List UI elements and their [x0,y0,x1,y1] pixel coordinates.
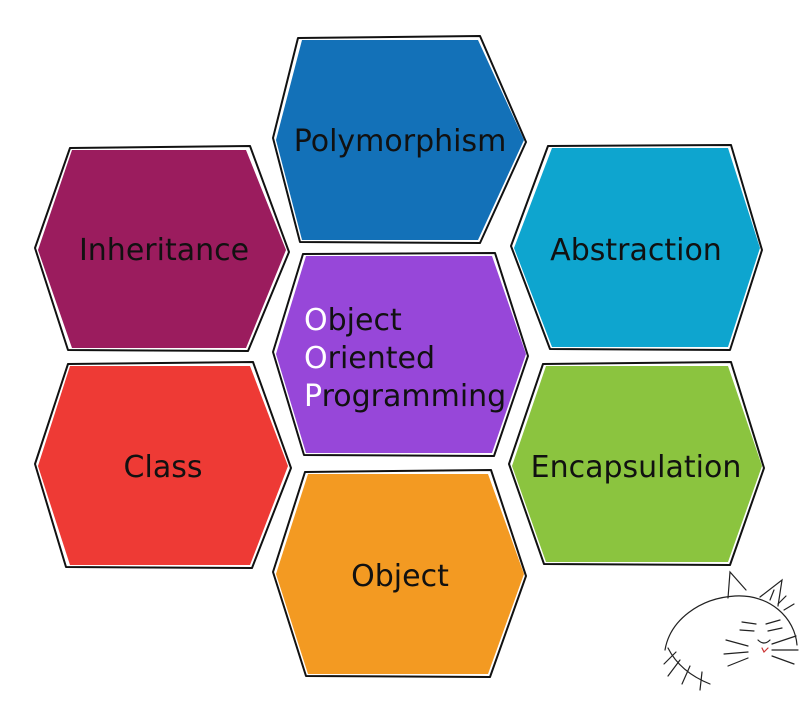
hex-encapsulation-outline [508,361,765,566]
hex-inheritance-outline [34,145,290,352]
hex-abstraction-outline [510,144,763,351]
oop-initial-o2: O [304,341,328,376]
oop-line-programming: Programming [304,379,506,414]
hex-polymorphism-label: Polymorphism [294,124,507,159]
hex-oop-shape [276,256,526,453]
hex-encapsulation-shape [512,366,762,562]
oop-rest-oriented: riented [328,341,435,376]
hex-abstraction: Abstraction [510,144,763,351]
oop-initial-p: P [304,379,322,414]
hex-oop-outline [272,252,529,457]
hex-polymorphism-outline [272,35,527,244]
sleeping-cat-icon [663,570,799,691]
hex-inheritance: Inheritance [34,145,290,352]
hex-oop-center: Object Oriented Programming [272,252,529,457]
hex-inheritance-shape [38,150,286,348]
hex-object: Object [272,469,527,678]
hex-object-shape [276,474,524,674]
hex-polymorphism-shape [276,40,524,240]
oop-initial-o1: O [304,303,328,338]
hex-class-outline [34,361,292,569]
hex-class-shape [38,366,288,565]
oop-line-object: Object [304,303,402,338]
oop-line-oriented: Oriented [304,341,435,376]
oop-rest-object: bject [328,303,402,338]
hex-object-outline [272,469,527,678]
hex-abstraction-label: Abstraction [550,233,722,268]
hex-inheritance-label: Inheritance [79,233,249,268]
hex-class-label: Class [124,450,203,485]
hex-encapsulation-label: Encapsulation [531,450,742,485]
hex-abstraction-shape [514,148,760,347]
hex-object-label: Object [351,559,449,594]
oop-rest-programming: rogramming [322,379,507,414]
hex-class: Class [34,361,292,569]
hex-polymorphism: Polymorphism [272,35,527,244]
hex-encapsulation: Encapsulation [508,361,765,566]
